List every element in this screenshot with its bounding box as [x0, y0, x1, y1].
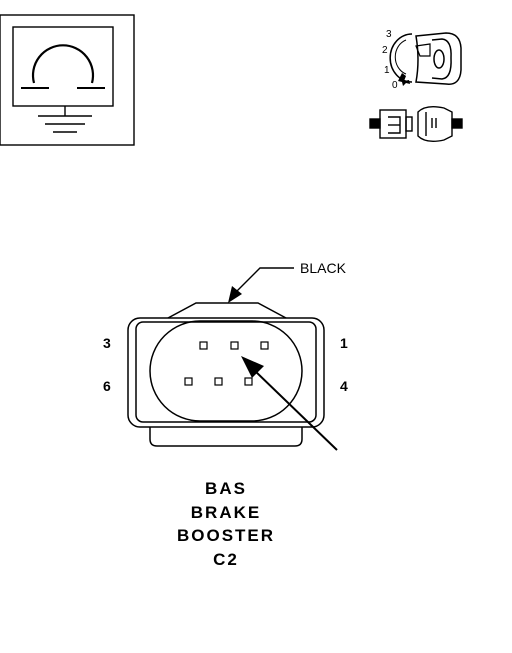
- pin-cavity-6: [184, 377, 193, 386]
- cavity-label-6: 6: [103, 378, 111, 394]
- ignition-key-icon: 3 2 1 0: [382, 29, 462, 91]
- key-position-2: 2: [382, 45, 388, 56]
- caption-line-1: BAS: [205, 479, 247, 498]
- key-position-3: 3: [386, 29, 392, 40]
- pin-cavity-5: [214, 377, 223, 386]
- pin-cavity-2: [230, 341, 239, 350]
- caption-line-4: C2: [213, 550, 239, 569]
- caption-line-2: BRAKE: [191, 503, 261, 522]
- color-callout-leader: [228, 267, 294, 303]
- cavity-label-1: 1: [340, 335, 348, 351]
- cavity-label-4: 4: [340, 378, 348, 394]
- pin-pointer-arrow: [241, 356, 338, 451]
- caption-line-3: BOOSTER: [177, 526, 275, 545]
- connector-face: [127, 302, 325, 447]
- pin-cavity-3: [199, 341, 208, 350]
- cavity-label-3: 3: [103, 335, 111, 351]
- key-position-1: 1: [384, 65, 390, 76]
- connector-caption: BAS BRAKE BOOSTER C2: [177, 479, 275, 569]
- pin-cavity-4: [244, 377, 253, 386]
- pin-cavities: [184, 341, 269, 386]
- connector-color-label: BLACK: [300, 260, 347, 276]
- ground-symbol-icon: [0, 14, 135, 146]
- key-position-0: 0: [392, 80, 398, 91]
- pin-cavity-1: [260, 341, 269, 350]
- connector-symbol-icon: [369, 105, 463, 143]
